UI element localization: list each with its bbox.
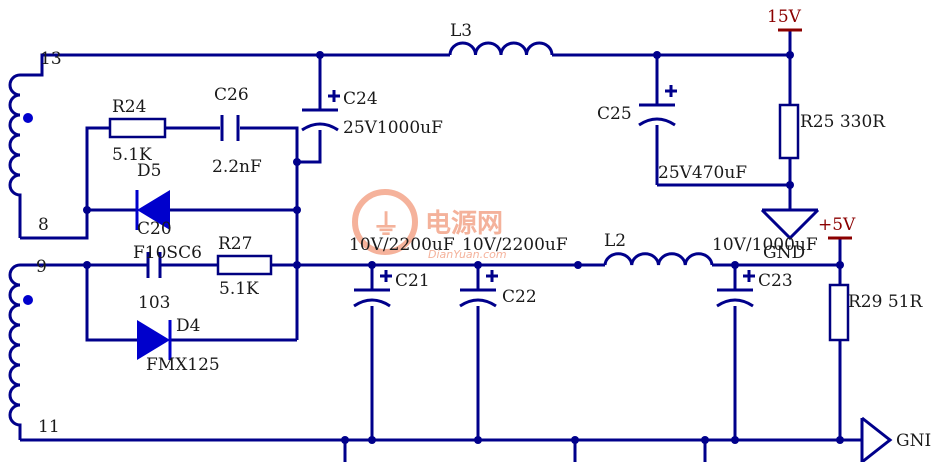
pin-9-label: 9 (36, 257, 47, 277)
label-C26-value: 2.2nF (212, 157, 262, 177)
label-C26: C26 (214, 85, 249, 105)
pin-13-label: 13 (40, 49, 62, 69)
label-L3: L3 (450, 21, 472, 41)
label-R24: R24 (112, 97, 146, 117)
gnd-symbol-upper (760, 208, 820, 241)
gnd-symbol-right (860, 416, 893, 462)
label-C25: C25 (597, 104, 632, 124)
watermark: ⏚ 电源网 DianYuan.com (352, 189, 507, 261)
label-D5: D5 (137, 161, 161, 181)
winding-dot-lower (23, 295, 33, 305)
label-C21-value: 10V/2200uF (349, 235, 455, 255)
label-D4-part: FMX125 (146, 355, 220, 375)
resistor-R29 (828, 283, 850, 342)
label-R24-value: 5.1K (112, 145, 152, 165)
inductor-L3 (448, 41, 554, 56)
capacitor-C25 (638, 85, 677, 127)
label-C23-value: 10V/1000uF (712, 235, 818, 255)
label-D5-part: F10SC6 (133, 243, 202, 263)
label-C24: C24 (343, 89, 378, 109)
resistor-R27 (216, 254, 273, 276)
pin-11-label: 11 (38, 417, 60, 437)
label-C20-value: 103 (138, 293, 170, 313)
label-C24-value: 25V1000uF (343, 118, 443, 138)
label-D4: D4 (176, 316, 200, 336)
label-R29: R29 51R (848, 292, 923, 312)
gnd-label-upper: GND (763, 243, 805, 263)
rail-5v-label: +5V (818, 215, 856, 235)
inductor-L2 (603, 252, 714, 266)
label-R25: R25 330R (800, 112, 886, 132)
wires (20, 30, 862, 462)
label-C25-value: 25V470uF (658, 163, 747, 183)
winding-dot-upper (23, 113, 33, 123)
capacitor-C21 (353, 270, 392, 308)
diode-D4 (137, 320, 172, 360)
junction-dots (83, 51, 844, 444)
watermark-en: DianYuan.com (428, 248, 507, 261)
label-C20: C20 (137, 219, 172, 239)
resistor-R25 (778, 103, 800, 160)
capacitor-C24 (301, 90, 340, 132)
label-C21: C21 (395, 271, 430, 291)
capacitor-C20 (146, 252, 162, 278)
transformer-windings (8, 73, 22, 440)
gnd-label-right: GNI (896, 431, 931, 451)
pin-8-label: 8 (38, 215, 49, 235)
diode-D5 (135, 190, 170, 230)
capacitor-C22 (459, 270, 498, 308)
label-C22: C22 (502, 287, 537, 307)
capacitor-C23 (716, 270, 755, 308)
label-R27: R27 (218, 234, 252, 254)
label-R27-value: 5.1K (219, 279, 259, 299)
rail-15v-label: 15V (767, 7, 802, 27)
capacitor-C26 (220, 115, 240, 141)
watermark-cn: 电源网 (425, 209, 503, 239)
label-C23: C23 (758, 271, 793, 291)
resistor-R24 (108, 117, 167, 139)
label-L2: L2 (604, 231, 626, 251)
label-C22-value: 10V/2200uF (462, 235, 568, 255)
watermark-plug-icon: ⏚ (372, 208, 400, 241)
